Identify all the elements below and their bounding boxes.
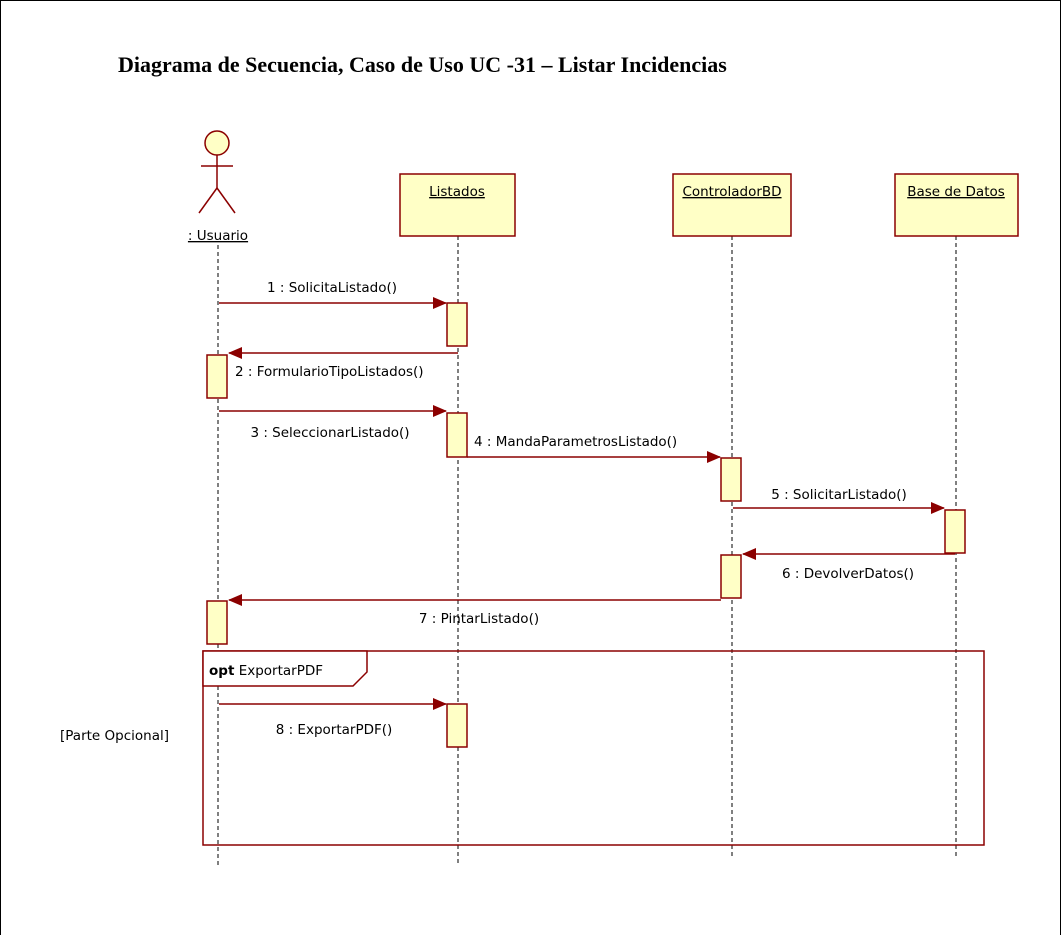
- message-5-label: 5 : SolicitarListado(): [771, 487, 907, 503]
- message-3-label: 3 : SeleccionarListado(): [250, 425, 409, 441]
- message-6: 6 : DevolverDatos(): [742, 548, 955, 582]
- message-5: 5 : SolicitarListado(): [733, 487, 945, 514]
- message-2-label: 2 : FormularioTipoListados(): [235, 364, 424, 380]
- message-8: 8 : ExportarPDF(): [219, 698, 447, 738]
- actor-usuario: : Usuario: [188, 130, 248, 244]
- actor-right-leg-icon: [216, 187, 236, 214]
- activation-bar-controladorbd-6: [720, 554, 742, 599]
- activation-bar-usuario-7: [206, 600, 228, 645]
- opt-fragment-header: opt ExportarPDF: [209, 663, 323, 679]
- actor-head-icon: [204, 130, 230, 156]
- message-7: 7 : PintarListado(): [228, 594, 721, 627]
- participant-listados: Listados: [399, 173, 516, 237]
- opt-fragment-operator: opt: [209, 663, 235, 679]
- participant-base-de-datos: Base de Datos: [894, 173, 1019, 237]
- message-2: 2 : FormularioTipoListados(): [228, 347, 458, 380]
- actor-left-leg-icon: [198, 187, 218, 214]
- activation-bar-listados-8: [446, 703, 468, 748]
- message-7-label: 7 : PintarListado(): [419, 611, 539, 627]
- message-3: 3 : SeleccionarListado(): [219, 405, 447, 441]
- opt-fragment-label-tab: [202, 650, 368, 687]
- participant-controladorbd: ControladorBD: [672, 173, 792, 237]
- opt-fragment-frame: [202, 650, 985, 846]
- opt-fragment: opt ExportarPDF [Parte Opcional]: [60, 650, 985, 846]
- actor-usuario-label: : Usuario: [188, 228, 248, 244]
- participant-listados-label: Listados: [429, 184, 485, 200]
- participant-base-de-datos-label: Base de Datos: [907, 184, 1005, 200]
- message-6-label: 6 : DevolverDatos(): [782, 566, 914, 582]
- activation-bar-listados-3: [446, 412, 468, 458]
- message-1: 1 : SolicitaListado(): [219, 280, 447, 309]
- opt-fragment-name: ExportarPDF: [239, 663, 323, 679]
- activation-bar-usuario-2: [206, 354, 228, 399]
- diagram-title: Diagrama de Secuencia, Caso de Uso UC -3…: [118, 52, 727, 77]
- activation-bar-base-de-datos-5: [944, 509, 966, 554]
- activation-bar-listados-1: [446, 302, 468, 347]
- message-4: 4 : MandaParametrosListado(): [467, 434, 721, 463]
- message-8-label: 8 : ExportarPDF(): [276, 722, 393, 738]
- participant-controladorbd-label: ControladorBD: [682, 184, 781, 200]
- message-4-label: 4 : MandaParametrosListado(): [474, 434, 677, 450]
- message-1-label: 1 : SolicitaListado(): [267, 280, 397, 296]
- activation-bar-controladorbd-4: [720, 457, 742, 502]
- opt-fragment-guard: [Parte Opcional]: [60, 728, 169, 744]
